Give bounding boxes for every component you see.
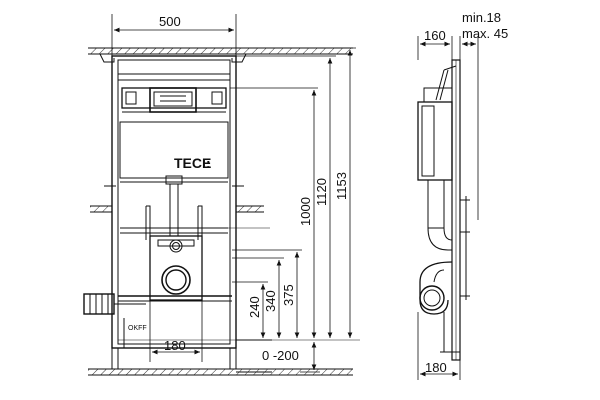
side-dim-wall-min: min.18: [462, 10, 501, 25]
brand-label: TECE: [174, 155, 211, 171]
top-right-bracket: [231, 53, 247, 63]
dim-1153: 1153: [334, 172, 349, 200]
floor-label: OKFF: [128, 325, 147, 332]
dim-width: 500: [159, 14, 181, 29]
side-dim-depth: 160: [424, 28, 446, 43]
side-pan-connection: [419, 261, 453, 315]
dim-bottom-width: 180: [164, 338, 186, 353]
side-flush-pipe: [427, 179, 445, 229]
side-view: [417, 59, 470, 361]
dim-340: 340: [263, 290, 278, 312]
frame-inner: [117, 59, 231, 345]
front-view: [83, 47, 360, 376]
bottom-hatch-band: [88, 368, 353, 376]
front-dimensions: [111, 14, 356, 373]
dim-1000: 1000: [298, 197, 313, 226]
side-dimensions: [417, 36, 479, 380]
frame-feet: [111, 318, 237, 369]
dim-240: 240: [247, 296, 262, 318]
pan-connection-plate: [149, 235, 203, 301]
mid-hatch-right: [236, 205, 264, 213]
top-left-bracket: [99, 53, 115, 63]
dim-foot-adjust: 0 -200: [262, 348, 299, 363]
cistern-body: [119, 121, 229, 179]
frame-outer: [111, 55, 237, 349]
dim-375: 375: [281, 284, 296, 306]
waste-pipe-stub: [83, 293, 146, 315]
flush-pipe: [165, 175, 183, 236]
dim-1120: 1120: [314, 178, 329, 206]
side-dim-wall-max: max. 45: [462, 26, 508, 41]
top-hatch-band: [88, 47, 353, 55]
cistern-top-module: [121, 87, 227, 113]
mid-hatch-left: [90, 205, 112, 213]
brand-colon: :: [206, 155, 211, 171]
side-dim-bottom-depth: 180: [425, 360, 447, 375]
side-cistern: [417, 65, 457, 181]
